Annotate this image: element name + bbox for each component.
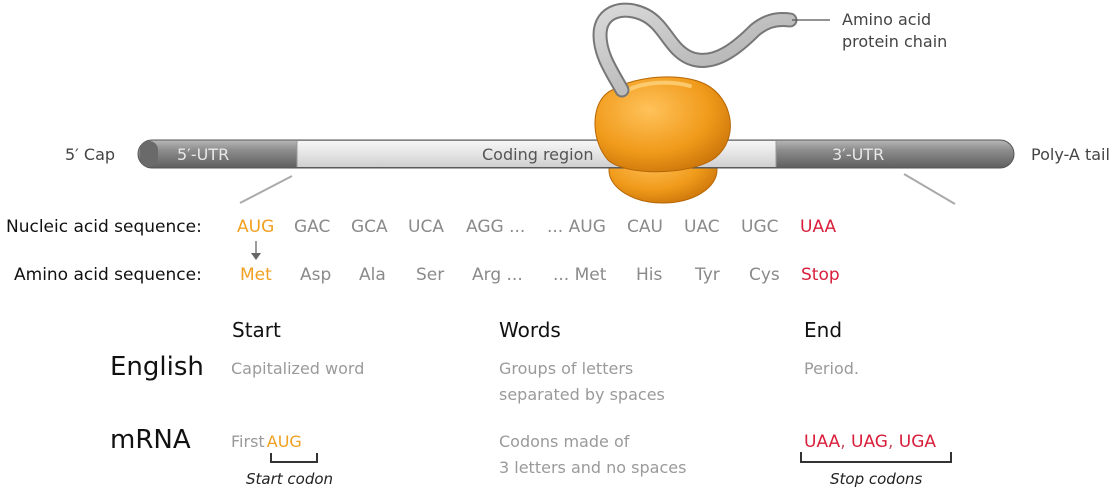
five-prime-cap-label: 5′ Cap — [65, 145, 116, 164]
mrna-start-prefix: First — [231, 432, 265, 451]
stop-codon: UAG — [851, 432, 888, 452]
amino-acid: ... Met — [553, 265, 607, 285]
ribosome-large-subunit — [594, 76, 731, 173]
english-words-description-line1: Groups of letters — [499, 359, 634, 378]
codon: AUG — [237, 217, 275, 237]
mrna-words-description-line1: Codons made of — [499, 432, 630, 451]
english-end-description: Period. — [804, 359, 859, 378]
mrna-end-description: UAA, UAG, UGA — [804, 429, 936, 455]
stop-codons-caption: Stop codons — [830, 470, 923, 488]
codon: CAU — [627, 217, 663, 237]
start-codon-bracket — [270, 453, 318, 463]
amino-acid: Arg ... — [472, 265, 523, 285]
amino-acid: Cys — [749, 265, 780, 285]
amino-acid: Tyr — [695, 265, 720, 285]
stop-codons-bracket — [800, 452, 952, 463]
amino-acid: Ala — [359, 265, 386, 285]
amino-acid: Asp — [300, 265, 332, 285]
codon: UGC — [741, 217, 779, 237]
start-header: Start — [232, 318, 281, 342]
mrna-start-codon: AUG — [266, 432, 302, 451]
codon: AGG ... — [466, 217, 526, 237]
mrna-words-description-line2: 3 letters and no spaces — [499, 458, 687, 477]
protein-chain-label-line1: Amino acid — [842, 10, 932, 29]
poly-a-tail-label: Poly-A tail — [1031, 145, 1110, 164]
codon: GAC — [294, 217, 331, 237]
protein-chain — [592, 2, 830, 98]
amino-acid: Stop — [801, 265, 840, 285]
mrna-start-description: First AUG — [231, 429, 302, 455]
mrna-row-label: mRNA — [110, 425, 191, 455]
amino-acid-sequence-label: Amino acid sequence: — [14, 265, 202, 285]
english-row-label: English — [110, 352, 204, 382]
english-start-description: Capitalized word — [231, 359, 365, 378]
codon: GCA — [351, 217, 388, 237]
nucleic-acid-sequence-label: Nucleic acid sequence: — [6, 217, 202, 237]
amino-acid: Ser — [416, 265, 445, 285]
codon: UAA — [800, 217, 837, 237]
start-codon-caption: Start codon — [246, 470, 334, 488]
protein-chain-label-line2: protein chain — [842, 32, 948, 51]
english-words-description-line2: separated by spaces — [499, 385, 665, 404]
words-header: Words — [499, 318, 561, 342]
zoom-line-left — [239, 175, 293, 204]
stop-codon: UAA — [804, 432, 841, 452]
codon: ... AUG — [547, 217, 606, 237]
amino-acid: Met — [240, 265, 272, 285]
separator: , — [887, 432, 899, 452]
amino-acid: His — [636, 265, 663, 285]
end-header: End — [804, 318, 843, 342]
stop-codon: UGA — [898, 432, 937, 452]
codon: UCA — [408, 217, 444, 237]
zoom-line-right — [903, 173, 956, 205]
three-prime-utr-label: 3′-UTR — [832, 145, 885, 164]
coding-region-label: Coding region — [482, 145, 594, 164]
five-prime-utr-label: 5′-UTR — [177, 145, 230, 164]
translation-arrow — [251, 241, 261, 260]
codon: UAC — [684, 217, 720, 237]
separator: , — [840, 432, 851, 452]
